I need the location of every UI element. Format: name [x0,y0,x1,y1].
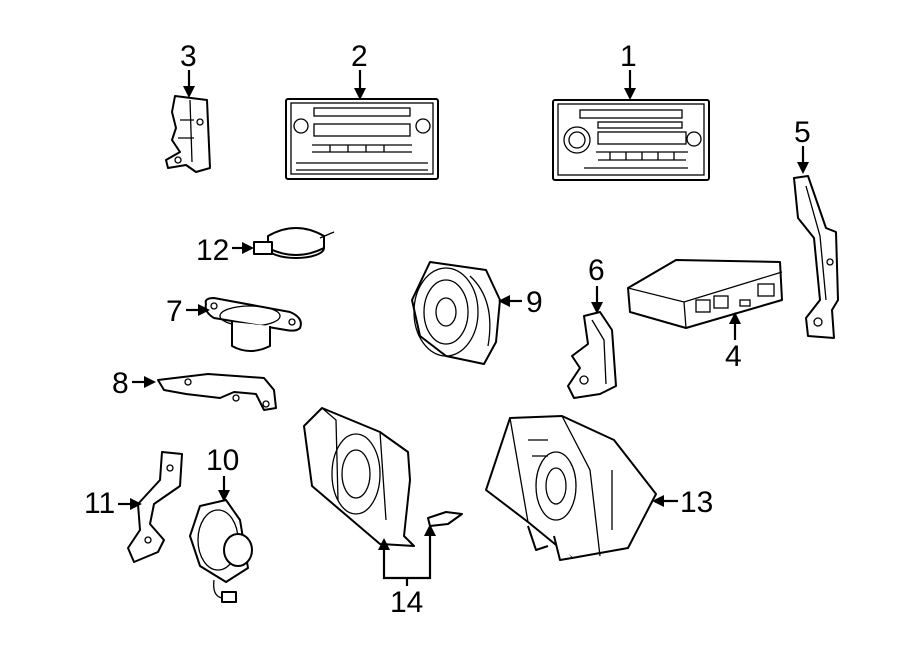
part-8-bracket[interactable] [157,373,277,411]
callout-number-2: 2 [351,40,368,73]
part-5-bracket[interactable] [793,175,839,339]
callout-1: 1 [620,40,637,100]
callout-11: 11 [84,487,142,520]
callout-number-4: 4 [725,340,742,373]
part-14-speaker-box[interactable] [303,407,463,547]
callout-8: 8 [112,367,156,400]
callout-number-8: 8 [112,367,129,400]
callout-number-11: 11 [84,487,115,520]
part-10-speaker[interactable] [189,499,253,603]
callout-10: 10 [206,444,239,502]
callout-number-7: 7 [166,295,183,328]
callout-9: 9 [498,286,543,319]
callout-5: 5 [794,116,811,174]
callout-6: 6 [588,254,605,314]
part-1-radio[interactable] [552,99,710,181]
callout-13: 13 [652,486,713,519]
callout-number-12: 12 [196,234,229,267]
callout-number-14: 14 [390,586,423,619]
callout-14: 14 [378,524,436,619]
callout-number-1: 1 [620,40,637,73]
part-2-radio[interactable] [285,98,439,180]
part-6-bracket[interactable] [567,311,617,399]
part-3-bracket[interactable] [165,95,211,173]
part-11-bracket[interactable] [127,451,183,563]
callout-2: 2 [351,40,368,100]
part-4-amplifier[interactable] [627,259,783,329]
part-13-subwoofer[interactable] [485,415,657,561]
part-9-speaker[interactable] [411,261,501,365]
part-7-speaker[interactable] [204,297,302,352]
part-12-speaker[interactable] [253,227,335,259]
callout-number-9: 9 [526,286,543,319]
callout-number-10: 10 [206,444,239,477]
callout-4: 4 [725,312,742,373]
callout-number-13: 13 [680,486,713,519]
callout-12: 12 [196,234,254,267]
callout-number-5: 5 [794,116,811,149]
callout-3: 3 [180,40,197,98]
callout-number-3: 3 [180,40,197,73]
callout-number-6: 6 [588,254,605,287]
callout-7: 7 [166,295,210,328]
